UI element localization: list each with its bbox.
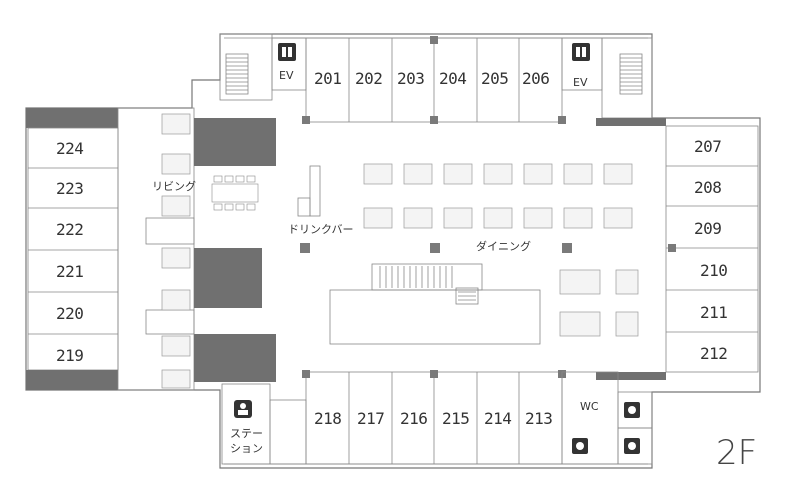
- floor-label: 2F: [716, 433, 757, 473]
- toilet-icon: [624, 438, 640, 454]
- wc-area: WC: [561, 371, 653, 465]
- drink-bar: ドリンクバー: [288, 165, 353, 253]
- room-210: 210: [700, 261, 727, 280]
- station-label-line1: ステー: [230, 427, 263, 440]
- living-strip: リビング: [117, 107, 276, 391]
- room-203: 203: [397, 69, 424, 88]
- room-207: 207: [694, 137, 721, 156]
- elevator-label-left: EV: [279, 69, 294, 82]
- stairs: [379, 266, 476, 301]
- room-216: 216: [400, 409, 427, 428]
- room-212: 212: [700, 344, 727, 363]
- top-rooms: 201 202 203 204 205 206: [302, 36, 566, 124]
- dining-label: ダイニング: [476, 239, 531, 253]
- elevator-label-right: EV: [573, 76, 588, 89]
- room-219: 219: [56, 346, 83, 365]
- room-222: 222: [56, 220, 83, 239]
- elevator-icon: [572, 43, 590, 61]
- central-block: [329, 263, 541, 345]
- room-208: 208: [694, 178, 721, 197]
- room-218: 218: [314, 409, 341, 428]
- drink-bar-label: ドリンクバー: [288, 223, 353, 236]
- right-rooms: 207 208 209 210 211 212: [596, 125, 759, 380]
- room-209: 209: [694, 219, 721, 238]
- elevator-icon: [278, 43, 296, 61]
- room-223: 223: [56, 179, 83, 198]
- toilet-icon: [572, 438, 588, 454]
- station: ステー ション: [221, 383, 307, 465]
- room-206: 206: [522, 69, 549, 88]
- stairs: [225, 53, 249, 95]
- stair-elevator-top-left: EV: [219, 33, 307, 101]
- room-220: 220: [56, 304, 83, 323]
- room-211: 211: [700, 303, 727, 322]
- room-202: 202: [355, 69, 382, 88]
- stairs: [619, 53, 643, 95]
- right-dining-tables: [559, 269, 639, 337]
- living-label: リビング: [152, 179, 196, 193]
- wc-label: WC: [580, 400, 599, 413]
- room-217: 217: [357, 409, 384, 428]
- stair-elevator-top-right: EV: [561, 37, 666, 126]
- bottom-rooms: 218 217 216 215 214 213: [302, 370, 566, 465]
- room-224: 224: [56, 139, 83, 158]
- room-221: 221: [56, 262, 83, 281]
- room-201: 201: [314, 69, 341, 88]
- toilet-icon: [624, 402, 640, 418]
- left-rooms: 224 223 222 221 220 219: [26, 108, 119, 390]
- nurse-station-icon: [234, 400, 252, 418]
- room-214: 214: [484, 409, 511, 428]
- living-table: [211, 175, 259, 211]
- room-215: 215: [442, 409, 469, 428]
- room-204: 204: [439, 69, 466, 88]
- room-205: 205: [481, 69, 508, 88]
- dining-tables: ダイニング: [363, 163, 633, 253]
- room-213: 213: [525, 409, 552, 428]
- station-label-line2: ション: [230, 442, 263, 455]
- building-outline: [25, 33, 761, 469]
